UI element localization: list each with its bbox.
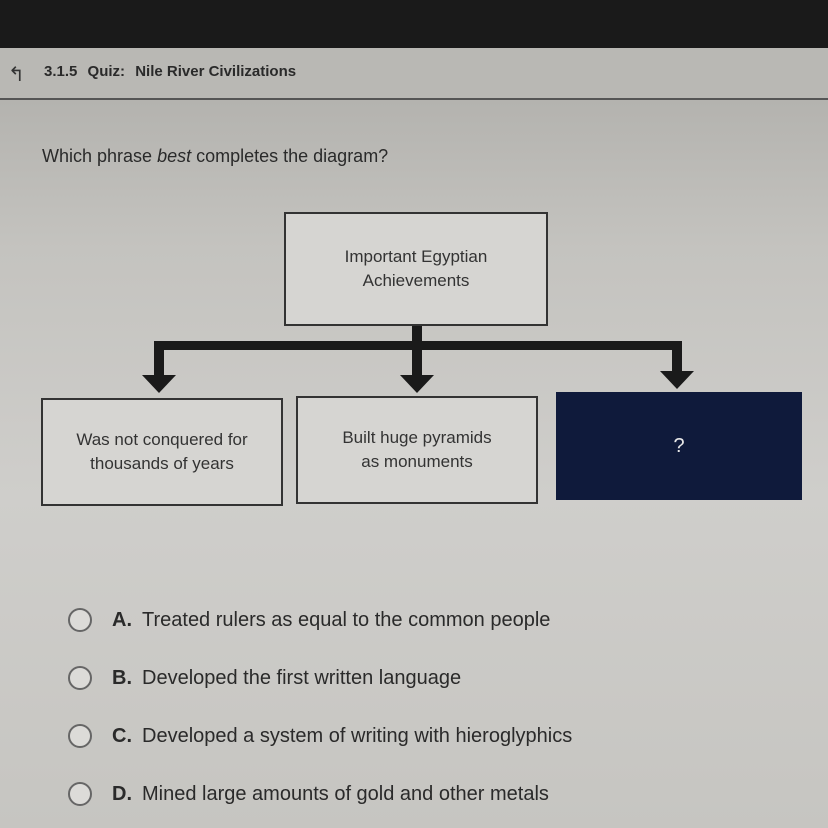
answer-option-b[interactable]: B.Developed the first written language xyxy=(68,666,461,690)
radio-button[interactable] xyxy=(68,608,92,632)
radio-button[interactable] xyxy=(68,724,92,748)
arrow-down-icon xyxy=(400,375,434,393)
diagram-root-box: Important Egyptian Achievements xyxy=(284,212,548,326)
screen-bezel xyxy=(0,0,828,48)
connector-line xyxy=(154,341,164,375)
quiz-header xyxy=(0,48,828,100)
question-prompt: Which phrase best completes the diagram? xyxy=(42,146,389,166)
answer-option-a[interactable]: A.Treated rulers as equal to the common … xyxy=(68,608,550,632)
answer-option-d[interactable]: D.Mined large amounts of gold and other … xyxy=(68,782,549,806)
connector-line xyxy=(412,341,422,375)
connector-line xyxy=(672,341,682,371)
back-arrow-icon[interactable]: ↰ xyxy=(8,64,25,86)
connector-line xyxy=(412,326,422,348)
radio-button[interactable] xyxy=(68,782,92,806)
diagram-child-box: Built huge pyramids as monuments xyxy=(296,396,538,504)
diagram-missing-box: ? xyxy=(556,392,802,500)
radio-button[interactable] xyxy=(68,666,92,690)
diagram-child-box: Was not conquered for thousands of years xyxy=(41,398,283,506)
arrow-down-icon xyxy=(142,375,176,393)
quiz-title: 3.1.5 Quiz: Nile River Civilizations xyxy=(44,63,297,80)
answer-option-c[interactable]: C.Developed a system of writing with hie… xyxy=(68,724,572,748)
arrow-down-icon xyxy=(660,371,694,389)
